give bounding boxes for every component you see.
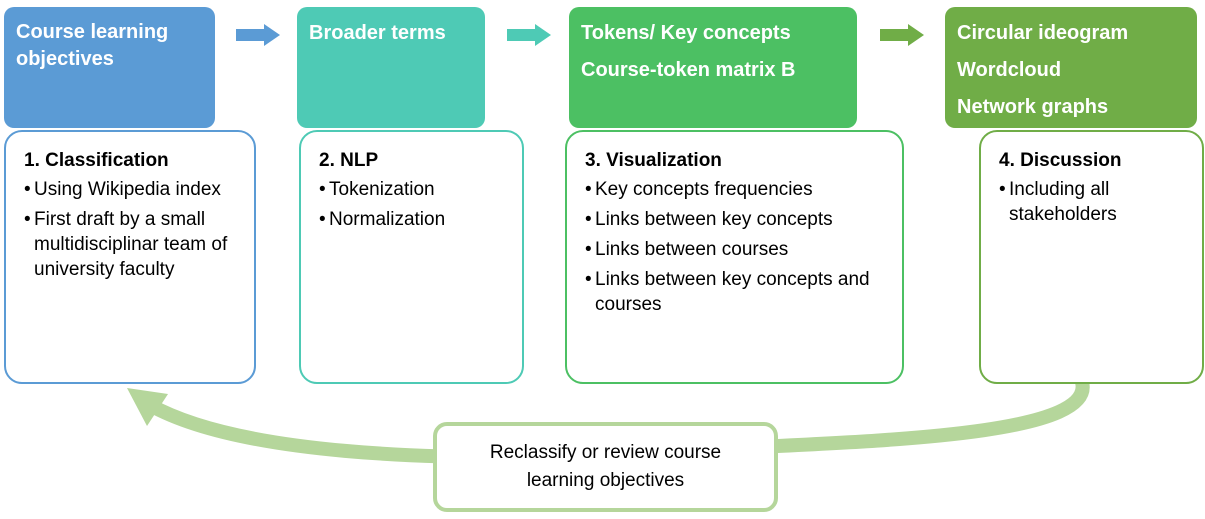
stage3-item: Links between courses (585, 237, 884, 262)
stage2-header: Broader terms (297, 7, 485, 128)
stage2-title: 2. NLP (319, 150, 379, 171)
feedback-box: Reclassify or review course learning obj… (433, 422, 778, 512)
stage3-item: Links between key concepts (585, 207, 884, 232)
stage3-item: Key concepts frequencies (585, 177, 884, 202)
stage4-box: 4. Discussion Including all stakeholders (979, 130, 1204, 384)
stage4-header-line: Circular ideogram (957, 22, 1129, 44)
stage1-item: Using Wikipedia index (24, 177, 236, 202)
stage3-box: 3. Visualization Key concepts frequencie… (565, 130, 904, 384)
stage2-item: Normalization (319, 207, 504, 232)
stage2-item: Tokenization (319, 177, 504, 202)
right-arrow-icon (236, 24, 280, 46)
stage1-header-line: objectives (16, 48, 114, 70)
stage4-title: 4. Discussion (999, 150, 1122, 171)
stage3-header: Tokens/ Key concepts Course-token matrix… (569, 7, 857, 128)
stage2-header-line: Broader terms (309, 22, 446, 44)
stage3-item: Links between key concepts and courses (585, 267, 884, 317)
stage1-header-line: Course learning (16, 21, 169, 43)
stage2-box: 2. NLP Tokenization Normalization (299, 130, 524, 384)
stage4-item: Including all stakeholders (999, 177, 1184, 227)
feedback-text-line: Reclassify or review course (489, 442, 722, 463)
stage4-header: Circular ideogram Wordcloud Network grap… (945, 7, 1197, 128)
stage3-header-line: Tokens/ Key concepts (581, 22, 791, 44)
right-arrow-icon (880, 24, 924, 46)
stage1-item: First draft by a small multidisciplinar … (24, 207, 236, 282)
stage3-title: 3. Visualization (585, 150, 722, 171)
stage1-title: 1. Classification (24, 150, 169, 171)
stage4-header-line: Network graphs (957, 96, 1109, 118)
stage3-header-line: Course-token matrix B (581, 59, 796, 81)
right-arrow-icon (507, 24, 551, 46)
stage4-header-line: Wordcloud (957, 59, 1062, 81)
stage1-header: Course learning objectives (4, 7, 215, 128)
stage1-box: 1. Classification Using Wikipedia index … (4, 130, 256, 384)
feedback-text-line: learning objectives (526, 470, 685, 491)
